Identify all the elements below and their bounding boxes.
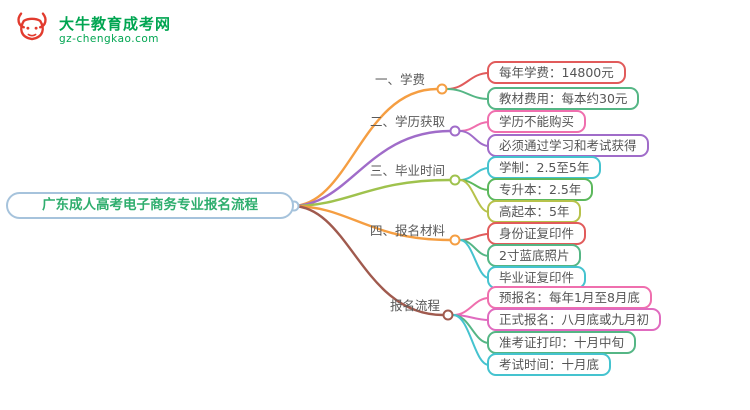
root-topic: 广东成人高考电子商务专业报名流程 (6, 192, 294, 219)
leaf-topic: 高起本：5年 (487, 200, 582, 223)
child-connector (459, 239, 490, 257)
root-topic-label: 广东成人高考电子商务专业报名流程 (42, 197, 258, 213)
logo-text: 大牛教育成考网 gz-chengkao.com (59, 15, 171, 46)
child-connector (452, 314, 490, 366)
branch-topic-graduation-time: 三、毕业时间 (370, 163, 446, 178)
leaf-topic: 考试时间：十月底 (487, 353, 612, 376)
logo-title: 大牛教育成考网 (59, 14, 172, 33)
child-connector (459, 167, 490, 181)
branch-topic-registration-materials: 四、报名材料 (370, 223, 446, 238)
node-junction-dot (449, 234, 461, 246)
leaf-topic: 学历不能购买 (487, 110, 587, 133)
leaf-topic: 专升本：2.5年 (487, 178, 594, 201)
child-connector (446, 88, 490, 100)
logo-domain: gz-chengkao.com (59, 32, 160, 45)
leaf-topic: 2寸蓝底照片 (487, 244, 582, 267)
node-junction-dot (449, 125, 461, 137)
child-connector (452, 314, 490, 344)
node-junction-dot (436, 83, 448, 95)
leaf-topic: 预报名：每年1月至8月底 (487, 286, 652, 309)
branch-line (290, 178, 452, 208)
child-connector (452, 297, 490, 316)
branch-line (290, 87, 439, 208)
node-junction-dot (449, 174, 461, 186)
child-connector (452, 314, 490, 321)
child-connector (459, 130, 490, 147)
node-junction-dot (442, 309, 454, 321)
leaf-topic: 教材费用：每本约30元 (487, 87, 640, 110)
leaf-topic: 学制：2.5至5年 (487, 156, 602, 179)
child-connector (459, 239, 490, 279)
leaf-topic: 身份证复印件 (487, 222, 587, 245)
child-connector (459, 179, 490, 213)
child-connector (446, 72, 490, 90)
child-connector (459, 179, 490, 191)
branch-topic-tuition: 一、学费 (375, 72, 426, 87)
leaf-topic: 必须通过学习和考试获得 (487, 134, 649, 157)
child-connector (459, 233, 490, 241)
branch-topic-degree-acquisition: 二、学历获取 (370, 114, 446, 129)
leaf-topic: 准考证打印：十月中旬 (487, 331, 637, 354)
child-connector (459, 121, 490, 132)
site-logo: 大牛教育成考网 gz-chengkao.com (12, 10, 171, 50)
leaf-topic: 正式报名：八月底或九月初 (487, 308, 662, 331)
bull-logo-icon (12, 10, 52, 50)
branch-topic-registration-process: 报名流程 (390, 298, 441, 313)
leaf-topic: 每年学费：14800元 (487, 61, 626, 84)
